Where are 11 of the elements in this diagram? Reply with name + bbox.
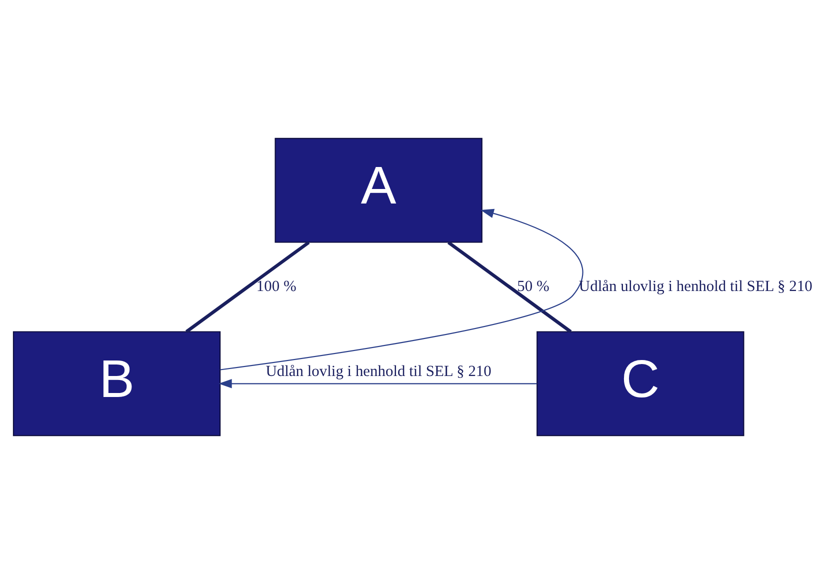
node-box: C	[536, 331, 744, 436]
arrow	[218, 379, 537, 388]
edge-label: 100 %	[256, 278, 296, 296]
node-box: B	[12, 331, 221, 436]
edge-label: Udlån ulovlig i henhold til SEL § 210	[578, 278, 812, 296]
connector	[447, 241, 572, 334]
edge-label: 50 %	[517, 278, 550, 296]
arrow	[220, 208, 583, 370]
edge-label: Udlån lovlig i henhold til SEL § 210	[266, 363, 492, 380]
connector	[185, 241, 310, 334]
node-box: A	[274, 138, 482, 243]
